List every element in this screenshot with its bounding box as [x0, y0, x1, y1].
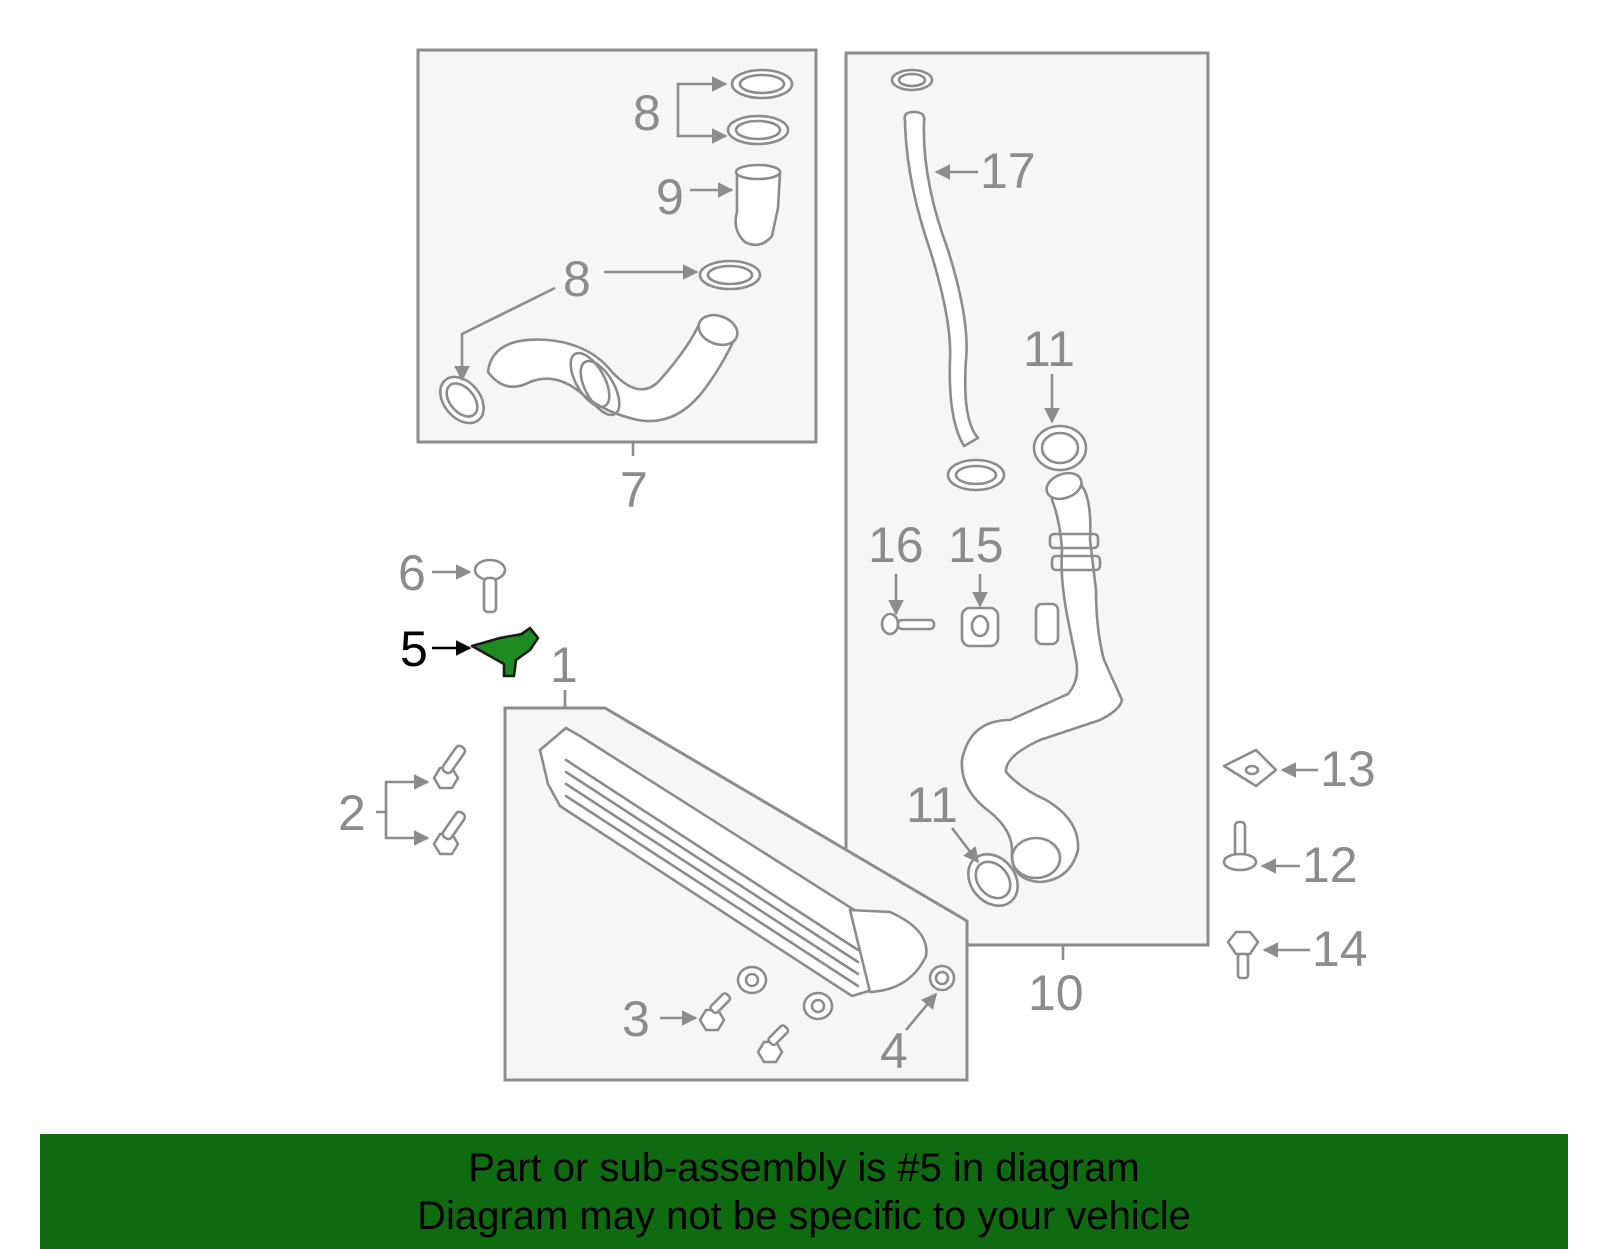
clamp-8-second — [726, 114, 790, 146]
banner-line-2: Diagram may not be specific to your vehi… — [417, 1194, 1191, 1238]
callout-3: 3 — [622, 991, 650, 1047]
clamp-11-lower — [967, 853, 1019, 907]
callout-11-lower: 11 — [906, 777, 958, 833]
callout-5: 5 — [400, 621, 428, 677]
clip-13 — [1222, 748, 1278, 788]
callout-11-upper: 11 — [1023, 321, 1075, 377]
bolt-3-b — [756, 1024, 790, 1064]
callout-13: 13 — [1320, 741, 1376, 797]
clamp-11-upper — [1032, 424, 1088, 472]
bolt-3-a — [698, 992, 732, 1032]
bolt-16 — [880, 612, 936, 636]
intercooler-1 — [538, 726, 928, 998]
clamp-17-top — [890, 68, 934, 92]
screw-12 — [1222, 820, 1258, 872]
bolt-2-upper — [432, 744, 467, 790]
callout-6: 6 — [398, 545, 426, 601]
callout-8-lower: 8 — [563, 251, 591, 307]
callout-8-upper: 8 — [633, 85, 661, 141]
callout-10: 10 — [1028, 965, 1084, 1021]
hose-17 — [903, 110, 980, 448]
banner-line-1: Part or sub-assembly is #5 in diagram — [468, 1146, 1140, 1190]
bolt-2-lower — [432, 810, 467, 856]
connector-9 — [734, 163, 782, 247]
bracket-5-highlight — [470, 626, 540, 678]
clamp-8-left — [439, 375, 485, 425]
callout-17: 17 — [980, 143, 1036, 199]
ring-4 — [928, 964, 956, 992]
bolt-6 — [473, 558, 507, 614]
callout-14: 14 — [1312, 921, 1368, 977]
hose-7 — [486, 313, 739, 423]
valve-15 — [960, 606, 1000, 648]
callout-4: 4 — [880, 1023, 908, 1079]
callout-9: 9 — [656, 169, 684, 225]
leader-lines — [376, 76, 1318, 1031]
pipe-10 — [960, 471, 1124, 884]
callout-labels: 8 9 8 7 17 11 16 15 11 10 13 12 14 6 5 1… — [338, 85, 1376, 1079]
callout-12: 12 — [1302, 837, 1358, 893]
clamp-8-lower — [698, 259, 762, 291]
grommet-3-b — [802, 991, 834, 1021]
grommet-3-a — [736, 965, 768, 995]
bolt-14 — [1226, 930, 1260, 980]
callout-2: 2 — [338, 785, 366, 841]
parts-diagram: 8 9 8 7 17 11 16 15 11 10 13 12 14 6 5 1… — [338, 48, 1376, 1082]
callout-1: 1 — [550, 637, 578, 693]
callout-15: 15 — [948, 517, 1004, 573]
callout-7: 7 — [620, 462, 648, 518]
clamp-8-upper — [730, 68, 794, 100]
info-banner: Part or sub-assembly is #5 in diagram Di… — [40, 1134, 1568, 1249]
callout-16: 16 — [868, 517, 924, 573]
clamp-lower-17 — [946, 458, 1006, 492]
fitting-10-side — [1034, 602, 1060, 646]
